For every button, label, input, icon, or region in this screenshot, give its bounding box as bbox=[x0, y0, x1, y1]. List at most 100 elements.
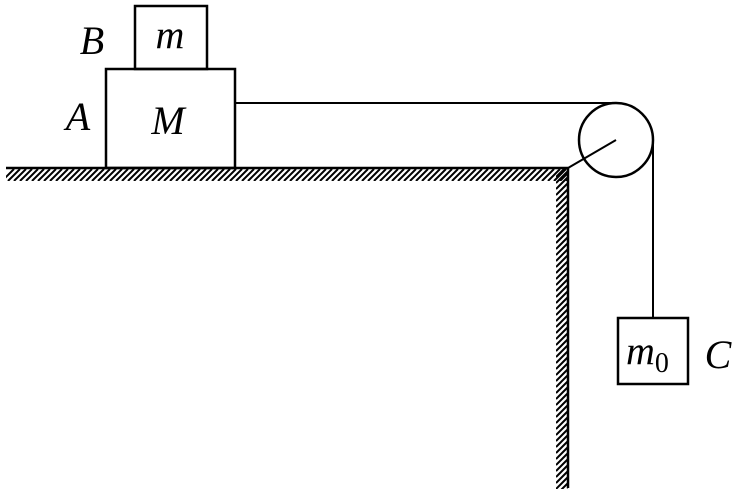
floor-hatch-line bbox=[121, 169, 135, 181]
wall-hatch-line bbox=[556, 296, 569, 310]
wall-hatch-line bbox=[556, 470, 569, 484]
wall-hatch-line bbox=[560, 482, 569, 489]
wall-hatch-line bbox=[556, 344, 569, 358]
floor-hatch-line bbox=[391, 169, 405, 181]
wall-hatch-line bbox=[556, 332, 569, 346]
floor-hatch-line bbox=[415, 169, 429, 181]
floor-hatch-line bbox=[289, 169, 303, 181]
wall-hatch-line bbox=[556, 368, 569, 382]
wall-hatch-line bbox=[556, 428, 569, 442]
block-c: m0 bbox=[616, 316, 690, 386]
wall-hatch-line bbox=[556, 350, 569, 364]
floor-hatch-line bbox=[451, 169, 465, 181]
wall-hatch-line bbox=[556, 248, 569, 262]
wall-hatch-line bbox=[556, 176, 569, 190]
floor-hatch-line bbox=[361, 169, 375, 181]
wall-hatch-line bbox=[556, 169, 566, 178]
floor-hatch-line bbox=[517, 169, 531, 181]
floor-hatch-line bbox=[217, 169, 231, 181]
floor-hatch-line bbox=[181, 169, 195, 181]
block-b-letter: B bbox=[80, 18, 104, 63]
block-a: M bbox=[104, 67, 237, 170]
wall-hatch-line bbox=[556, 272, 569, 286]
wall-hatch-line bbox=[556, 206, 569, 220]
wall-hatch-line bbox=[556, 362, 569, 376]
floor-hatch-line bbox=[385, 169, 399, 181]
floor-hatch-line bbox=[103, 169, 117, 181]
floor-hatch-line bbox=[259, 169, 273, 181]
floor-hatch-line bbox=[343, 169, 357, 181]
floor-hatch-line bbox=[397, 169, 411, 181]
wall-hatch-line bbox=[556, 422, 569, 436]
wall-hatch-line bbox=[556, 440, 569, 454]
floor-hatch-line bbox=[271, 169, 285, 181]
wall-hatch-line bbox=[556, 398, 569, 412]
floor-hatch-line bbox=[463, 169, 477, 181]
floor-hatch-line bbox=[475, 169, 489, 181]
floor-hatch-line bbox=[247, 169, 261, 181]
wall-hatch-line bbox=[556, 410, 569, 424]
block-b: m bbox=[133, 4, 209, 71]
floor-hatch-line bbox=[163, 169, 177, 181]
floor-hatch-line bbox=[572, 169, 584, 181]
wall-hatch-line bbox=[566, 488, 568, 489]
floor-hatch-line bbox=[337, 169, 351, 181]
wall-hatch-line bbox=[556, 404, 569, 418]
floor-hatch-line bbox=[559, 172, 567, 181]
wall-hatch-line bbox=[556, 266, 569, 280]
wall-hatch-line bbox=[556, 230, 569, 244]
floor-hatch-line bbox=[523, 169, 537, 181]
floor-hatch-line bbox=[487, 169, 501, 181]
floor-hatch-line bbox=[439, 169, 453, 181]
wall-hatch-line bbox=[556, 446, 569, 460]
floor-hatch-line bbox=[241, 169, 255, 181]
wall-hatch-line bbox=[556, 338, 569, 352]
wall-hatch-line bbox=[556, 284, 569, 298]
table-surface bbox=[6, 166, 590, 181]
floor-hatch-line bbox=[331, 169, 345, 181]
floor-hatch-line bbox=[373, 169, 387, 181]
floor-hatch-line bbox=[13, 169, 27, 181]
floor-hatch-line bbox=[433, 169, 447, 181]
floor-hatch-line bbox=[505, 169, 519, 181]
pulley bbox=[567, 101, 655, 179]
floor-hatch-line bbox=[49, 169, 63, 181]
table-wall bbox=[556, 168, 570, 489]
floor-hatch-line bbox=[511, 169, 525, 181]
floor-hatch-line bbox=[367, 169, 381, 181]
wall-hatch-line bbox=[556, 254, 569, 268]
floor-hatch-line bbox=[91, 169, 105, 181]
floor-hatch-line bbox=[307, 169, 321, 181]
wall-hatch-line bbox=[556, 386, 569, 400]
wall-hatch-line bbox=[556, 476, 569, 489]
wall-hatch-line bbox=[556, 188, 569, 202]
floor-hatch-line bbox=[139, 169, 153, 181]
wall-hatch-line bbox=[556, 290, 569, 304]
floor-hatch-line bbox=[97, 169, 111, 181]
floor-hatch-line bbox=[313, 169, 327, 181]
wall-hatch-line bbox=[556, 194, 569, 208]
wall-hatch-line bbox=[556, 416, 569, 430]
wall-hatch-line bbox=[556, 314, 569, 328]
wall-hatch-line bbox=[556, 320, 569, 334]
wall-hatch-line bbox=[556, 224, 569, 238]
floor-hatch-line bbox=[199, 169, 213, 181]
wall-hatch-line bbox=[556, 380, 569, 394]
floor-hatch-line bbox=[265, 169, 279, 181]
block-a-letter: A bbox=[63, 94, 91, 139]
floor-hatch-line bbox=[319, 169, 333, 181]
floor-hatch-line bbox=[295, 169, 309, 181]
floor-hatch-line bbox=[379, 169, 393, 181]
floor-hatch-line bbox=[85, 169, 99, 181]
floor-hatch-line bbox=[541, 169, 555, 181]
floor-hatch-line bbox=[457, 169, 471, 181]
floor-hatch-line bbox=[55, 169, 69, 181]
floor-hatch-line bbox=[109, 169, 123, 181]
floor-hatch-line bbox=[427, 169, 441, 181]
wall-hatch-line bbox=[556, 218, 569, 232]
wall-hatch-line bbox=[556, 464, 569, 478]
wall-hatch-line bbox=[556, 170, 569, 184]
floor-hatch-line bbox=[578, 169, 590, 181]
wall-hatch-line bbox=[556, 212, 569, 226]
